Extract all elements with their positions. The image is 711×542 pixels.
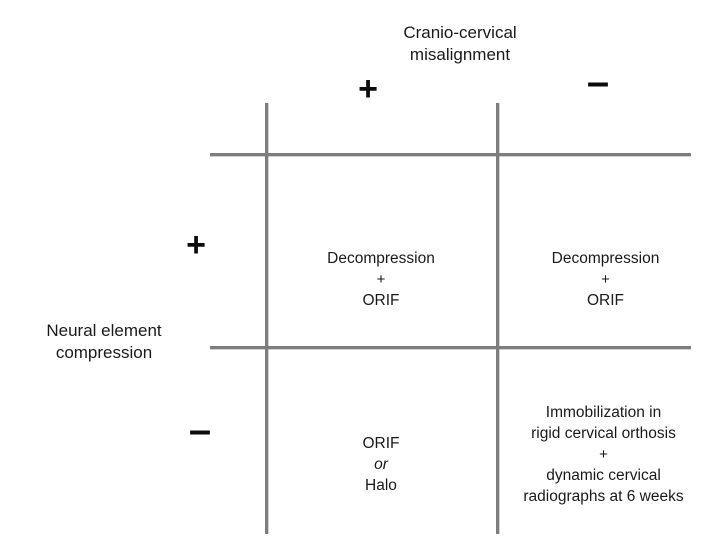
grid-line-vertical-left — [265, 103, 268, 534]
cell-compression-minus-misalignment-plus: ORIF or Halo — [268, 352, 494, 532]
cell-compression-plus-misalignment-minus: Decompression + ORIF — [500, 158, 711, 344]
cell-text-line: ORIF — [586, 291, 625, 309]
cell-text-line: Decompression — [551, 249, 660, 267]
row-axis-title: Neural element compression — [46, 321, 162, 362]
column-level-minus-sign: – — [586, 60, 610, 104]
cell-text-line: + — [376, 270, 386, 288]
grid-line-vertical-middle — [496, 103, 499, 534]
cell-compression-plus-misalignment-plus: Decompression + ORIF — [268, 158, 494, 344]
cell-text-line: or — [374, 455, 388, 473]
cell-text-line: + — [601, 270, 610, 288]
cell-text-line: Decompression — [327, 249, 435, 267]
cell-text-line: dynamic cervical — [546, 466, 661, 484]
cell-text-line: ORIF — [362, 291, 400, 309]
cell-text-line: rigid cervical orthosis — [531, 424, 676, 442]
row-level-plus-sign: + — [186, 226, 206, 264]
column-axis-title: Cranio-cervical misalignment — [403, 23, 517, 64]
cell-text-line: radiographs at 6 weeks — [523, 487, 684, 505]
column-level-plus-sign: + — [358, 70, 378, 108]
cell-text-line: ORIF — [362, 434, 400, 452]
row-level-minus-sign: – — [188, 408, 212, 452]
cell-compression-minus-misalignment-minus: Immobilization in rigid cervical orthosi… — [496, 352, 711, 532]
cell-text-line: Halo — [365, 476, 397, 494]
cell-text-line: Immobilization in — [545, 403, 662, 421]
grid-line-horizontal-middle — [210, 346, 691, 349]
grid-line-horizontal-top — [210, 153, 691, 156]
cell-text-line: + — [599, 445, 608, 463]
